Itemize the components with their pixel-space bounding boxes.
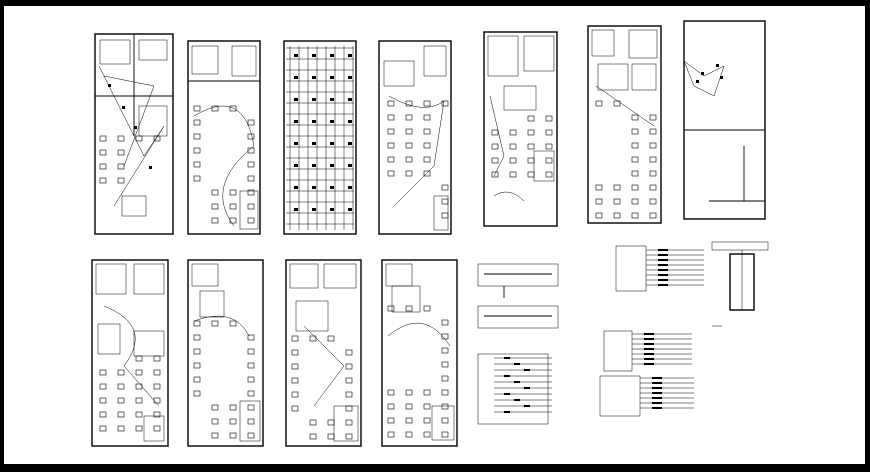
floor-plan-5 [483,31,558,227]
desk-cluster [387,100,449,219]
desk-cluster [99,135,161,184]
floor-plan-7 [683,20,766,220]
single-line-diagram [477,263,559,425]
desk-cluster [193,320,255,439]
panel-schedule [599,245,704,417]
floor-plan-8 [91,259,169,447]
desk-cluster [387,305,449,438]
floor-plan-2 [187,40,261,235]
floor-plan-4 [378,40,452,235]
desk-cluster [491,115,553,178]
desk-cluster [99,355,161,432]
drawing-sheet [4,6,865,464]
floor-plan-3 [283,40,357,235]
desk-cluster [595,100,657,219]
floor-plan-6 [587,25,662,224]
desk-cluster [193,105,255,224]
riser-detail [711,241,769,327]
floor-plan-10 [285,259,362,447]
floor-plan-9 [187,259,264,447]
desk-cluster [291,335,353,440]
floor-plan-1 [94,33,174,235]
cad-drawing [91,20,769,447]
